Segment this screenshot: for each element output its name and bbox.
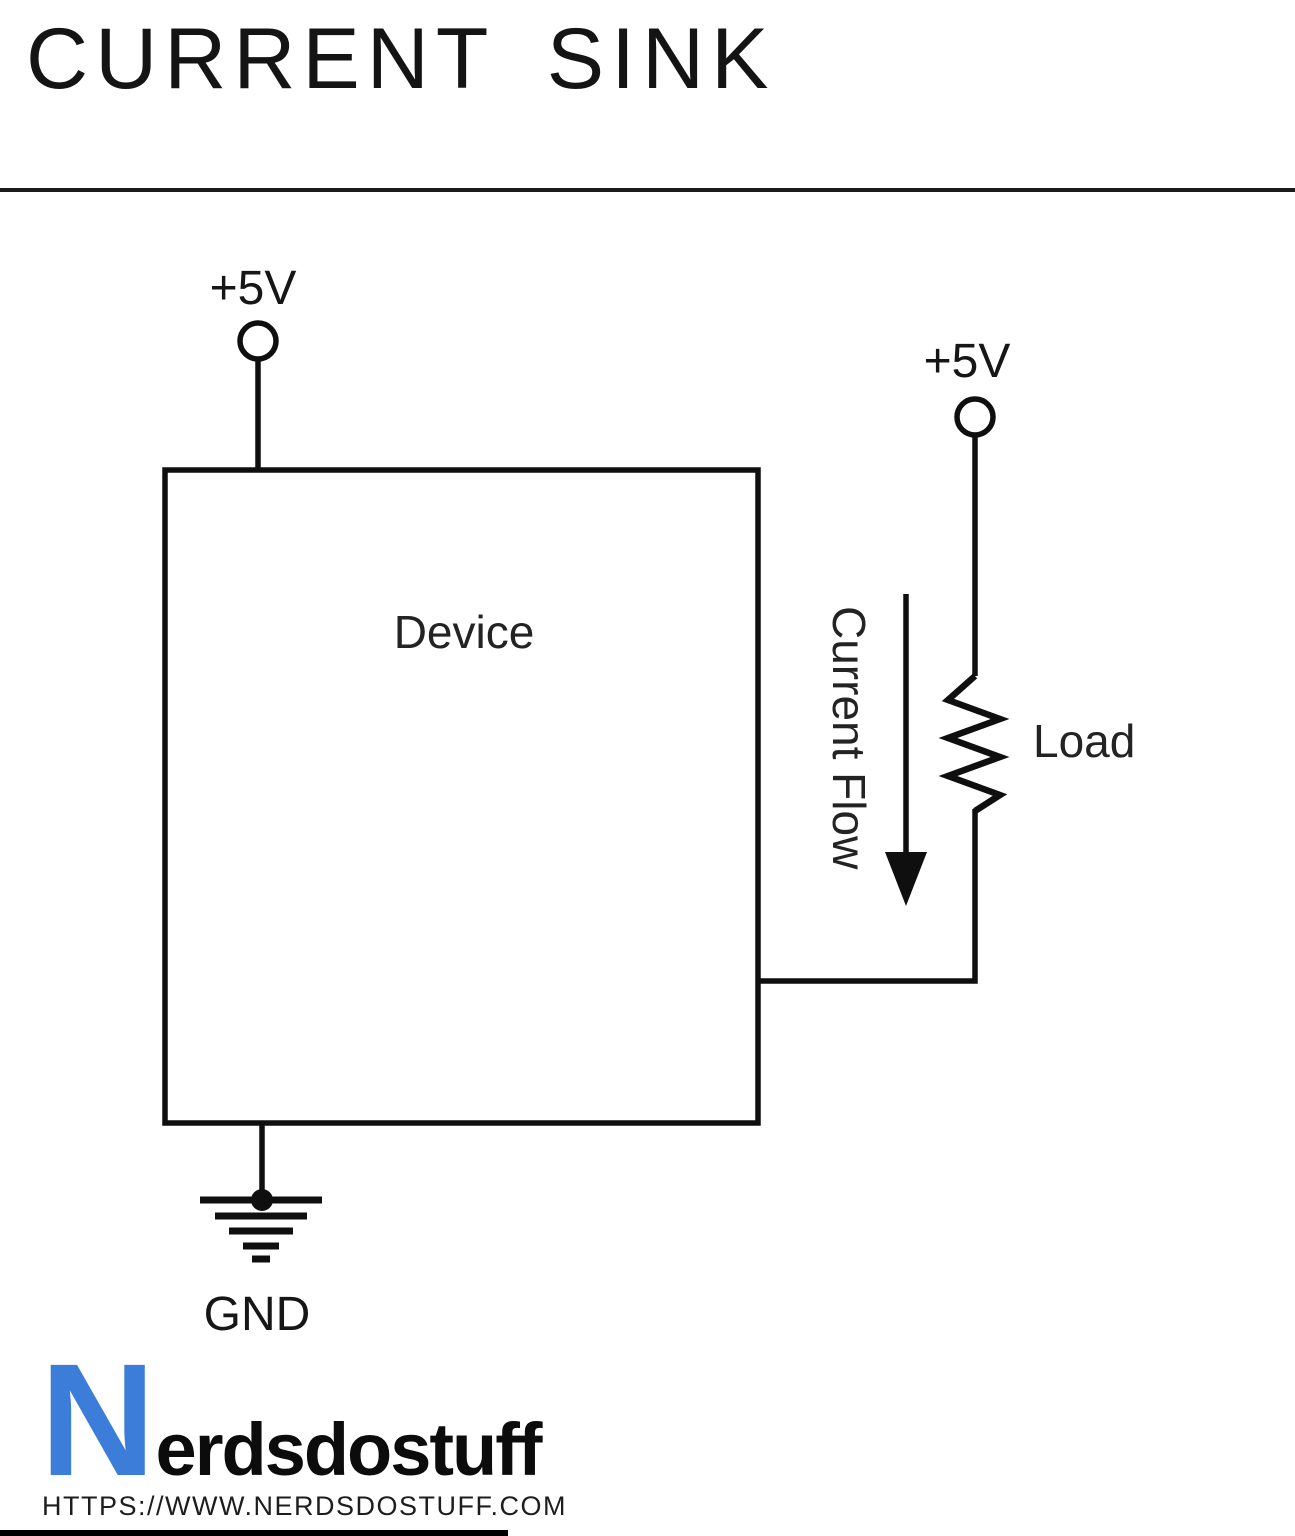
- left-supply-label: +5V: [210, 262, 297, 315]
- logo: Nerdsdostuff: [40, 1340, 543, 1500]
- device-label: Device: [394, 606, 535, 658]
- title-divider: [0, 188, 1295, 192]
- page-title: CURRENT SINK: [26, 11, 776, 107]
- ground-symbol-icon: [200, 1189, 322, 1263]
- logo-initial: N: [40, 1330, 156, 1509]
- load-lower-wire: [758, 809, 978, 984]
- arrow-head: [885, 852, 927, 906]
- bottom-accent-bar: [0, 1530, 508, 1536]
- logo-wordmark: erdsdostuff: [155, 1408, 543, 1491]
- left-supply-terminal-icon: [237, 320, 279, 362]
- website-url: HTTPS://WWW.NERDSDOSTUFF.COM: [42, 1491, 567, 1521]
- load-label: Load: [1033, 715, 1135, 767]
- current-flow-arrow-icon: [885, 594, 927, 906]
- right-supply-terminal-icon: [954, 396, 996, 438]
- ground-label: GND: [204, 1288, 311, 1341]
- current-flow-label: Current Flow: [823, 606, 875, 870]
- device-box: [162, 467, 761, 1126]
- resistor-icon: [938, 673, 1010, 814]
- right-supply-label: +5V: [924, 335, 1011, 388]
